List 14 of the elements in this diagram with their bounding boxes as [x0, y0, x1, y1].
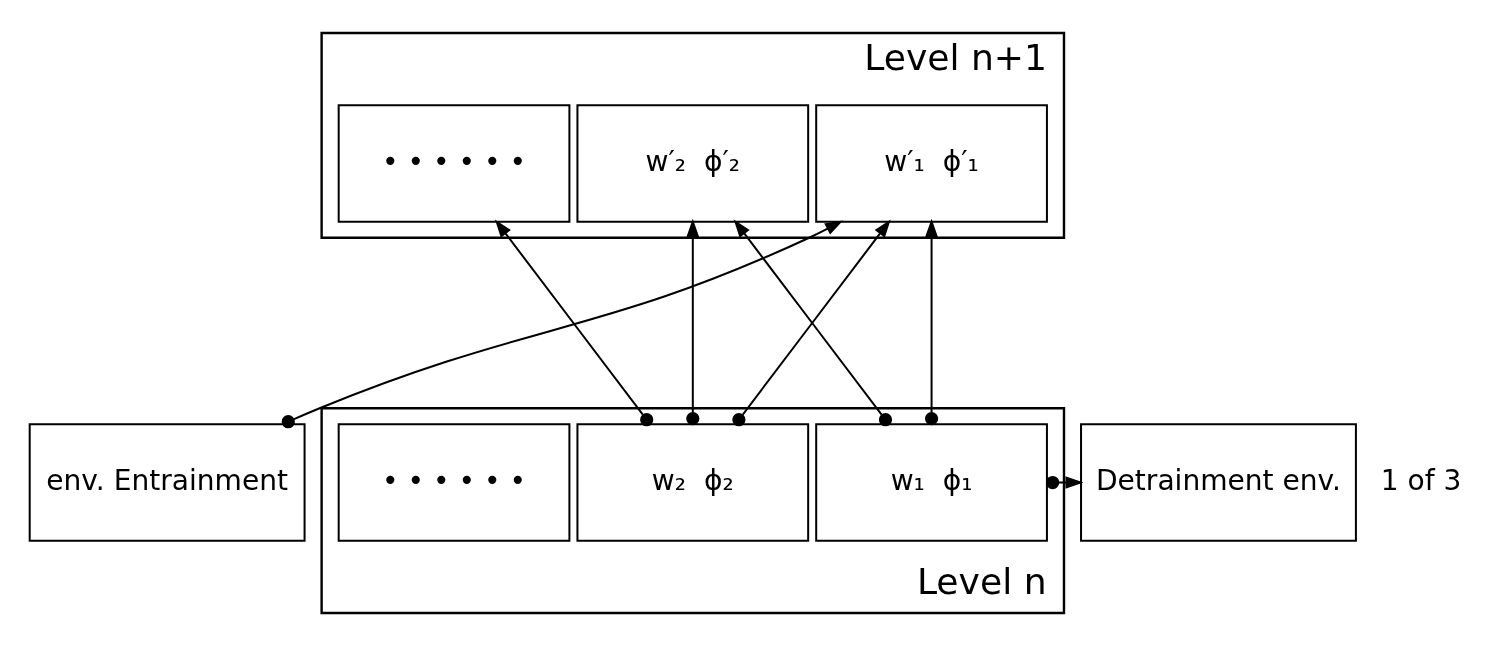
arrow: [1046, 475, 1084, 489]
arrow: [494, 218, 654, 426]
node-box: • • • • • •: [337, 103, 571, 223]
node-box: env. Entrainment: [28, 422, 306, 542]
label: 1 of 3: [1380, 463, 1462, 497]
node-box: w₁ ϕ₁: [815, 422, 1048, 542]
arrow: [924, 218, 939, 425]
node-box: w′₂ ϕ′₂: [576, 103, 810, 223]
arrow: [281, 220, 844, 428]
node-box: • • • • • •: [337, 422, 571, 542]
node-box: Detrainment env.: [1080, 422, 1357, 542]
node-box: w′₁ ϕ′₁: [815, 103, 1048, 223]
arrow: [686, 218, 700, 425]
node-box: w₂ ϕ₂: [576, 422, 810, 542]
